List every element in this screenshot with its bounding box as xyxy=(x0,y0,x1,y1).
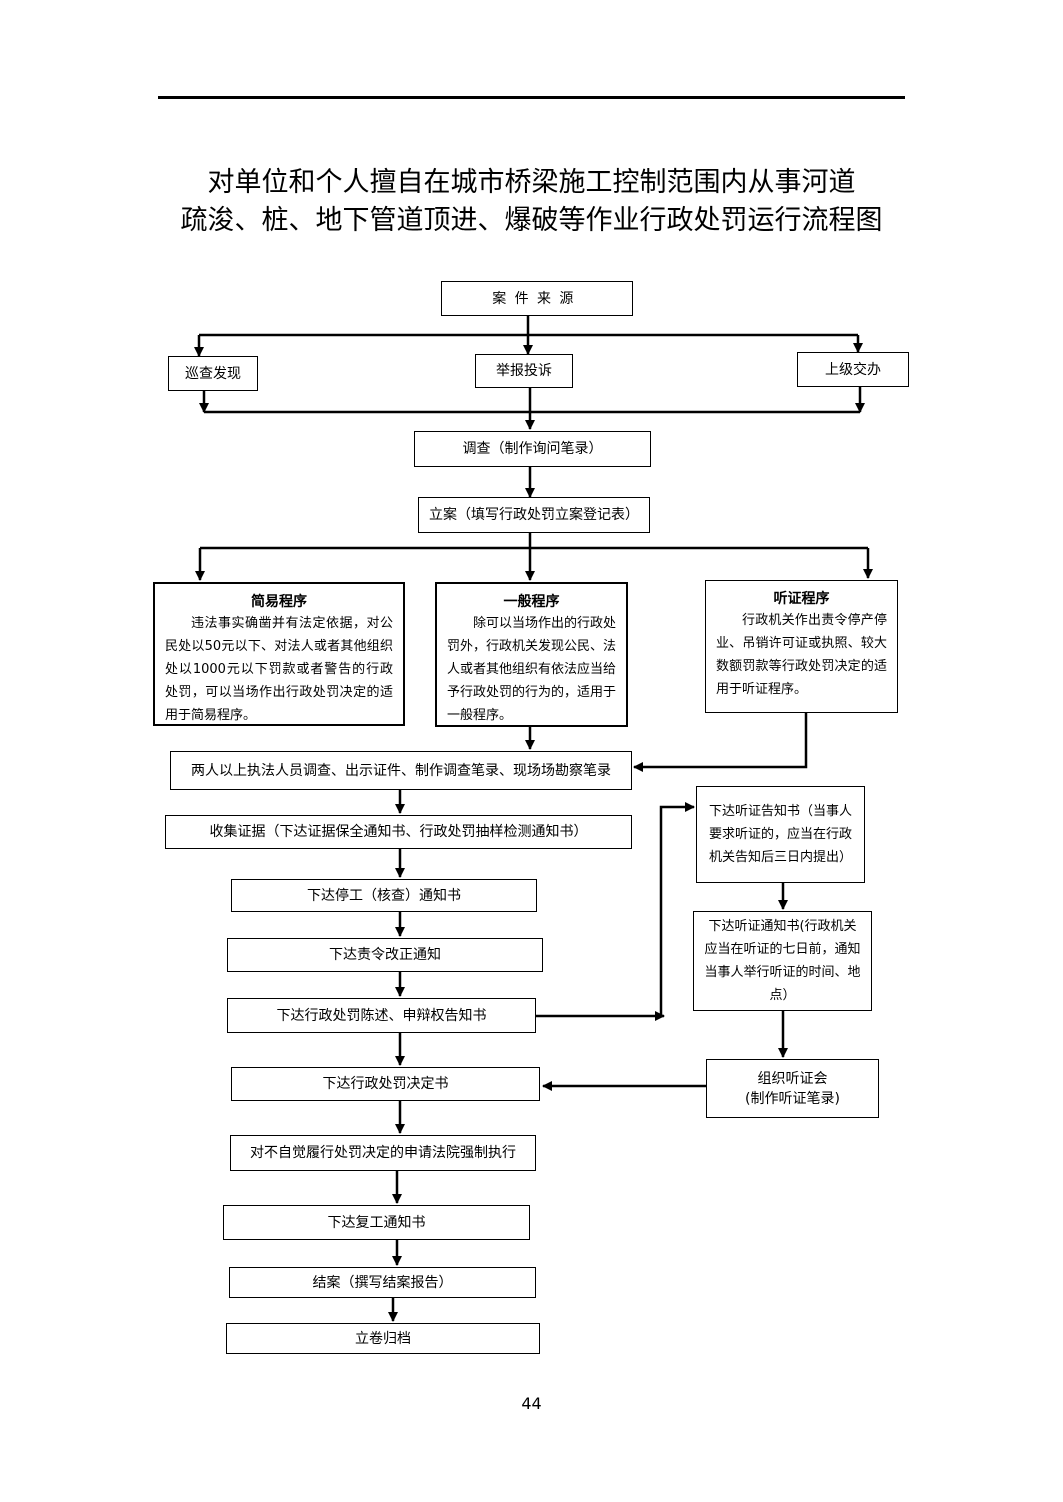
general-procedure-title: 一般程序 xyxy=(503,594,560,610)
simple-procedure-body: 违法事实确凿并有法定依据，对公民处以50元以下、对法人或者其他组织处以1000元… xyxy=(165,616,393,723)
node-report-complaint: 举报投诉 xyxy=(475,354,573,388)
hearing-meeting-label: 组织听证会 xyxy=(757,1070,828,1087)
hearing-procedure-title: 听证程序 xyxy=(773,591,830,607)
node-patrol-discovery: 巡查发现 xyxy=(168,356,258,391)
node-rectification-notice: 下达责令改正通知 xyxy=(227,938,543,972)
simple-procedure-title: 简易程序 xyxy=(251,594,307,610)
node-hearing-notice: 下达听证通知书(行政机关应当在听证的七日前，通知当事人举行听证的时间、地点） xyxy=(693,911,872,1011)
arrow-hearing-to-officers xyxy=(633,713,808,772)
page-title-line-1: 对单位和个人擅自在城市桥梁施工控制范围内从事河道 xyxy=(207,167,856,198)
node-hearing-procedure: 听证程序 行政机关作出责令停产停业、吊销许可证或执照、较大数额罚款等行政处罚决定… xyxy=(705,580,898,713)
node-general-procedure: 一般程序 除可以当场作出的行政处罚外，行政机关发现公民、法人或者其他组织有依法应… xyxy=(435,582,628,727)
header-rule xyxy=(158,96,905,99)
hearing-procedure-body: 行政机关作出责令停产停业、吊销许可证或执照、较大数额罚款等行政处罚决定的适用于听… xyxy=(716,613,887,697)
node-case-closure: 结案（撰写结案报告） xyxy=(229,1267,536,1298)
page-number: 44 xyxy=(521,1394,542,1413)
node-hearing-notification: 下达听证告知书（当事人要求听证的，应当在行政机关告知后三日内提出） xyxy=(696,786,865,883)
general-procedure-body: 除可以当场作出的行政处罚外，行政机关发现公民、法人或者其他组织有依法应当给予行政… xyxy=(447,616,617,723)
node-case-source: 案件来源 xyxy=(441,281,633,316)
node-court-enforcement: 对不自觉履行处罚决定的申请法院强制执行 xyxy=(230,1135,536,1171)
node-resume-work-notice: 下达复工通知书 xyxy=(223,1205,530,1240)
node-hearing-meeting: 组织听证会 (制作听证笔录) xyxy=(706,1059,879,1118)
node-statement-defense-notice: 下达行政处罚陈述、申辩权告知书 xyxy=(227,998,536,1033)
node-superior-assignment: 上级交办 xyxy=(797,352,909,387)
hearing-meeting-note: (制作听证笔录) xyxy=(745,1090,840,1107)
node-simple-procedure: 简易程序 违法事实确凿并有法定依据，对公民处以50元以下、对法人或者其他组织处以… xyxy=(153,582,405,726)
node-stop-work-notice: 下达停工（核查）通知书 xyxy=(231,879,537,912)
node-collect-evidence: 收集证据（下达证据保全通知书、行政处罚抽样检测通知书） xyxy=(165,815,632,849)
arrow-branch-to-hearing-notice xyxy=(659,802,695,1016)
node-penalty-decision: 下达行政处罚决定书 xyxy=(231,1067,540,1101)
node-investigation: 调查（制作询问笔录） xyxy=(414,431,651,467)
node-case-registration: 立案（填写行政处罚立案登记表） xyxy=(418,497,650,533)
node-two-officers-investigation: 两人以上执法人员调查、出示证件、制作调查笔录、现场场勘察笔录 xyxy=(170,751,632,790)
node-archive: 立卷归档 xyxy=(226,1323,540,1354)
page-title-line-2: 疏浚、桩、地下管道顶进、爆破等作业行政处罚运行流程图 xyxy=(180,205,883,236)
